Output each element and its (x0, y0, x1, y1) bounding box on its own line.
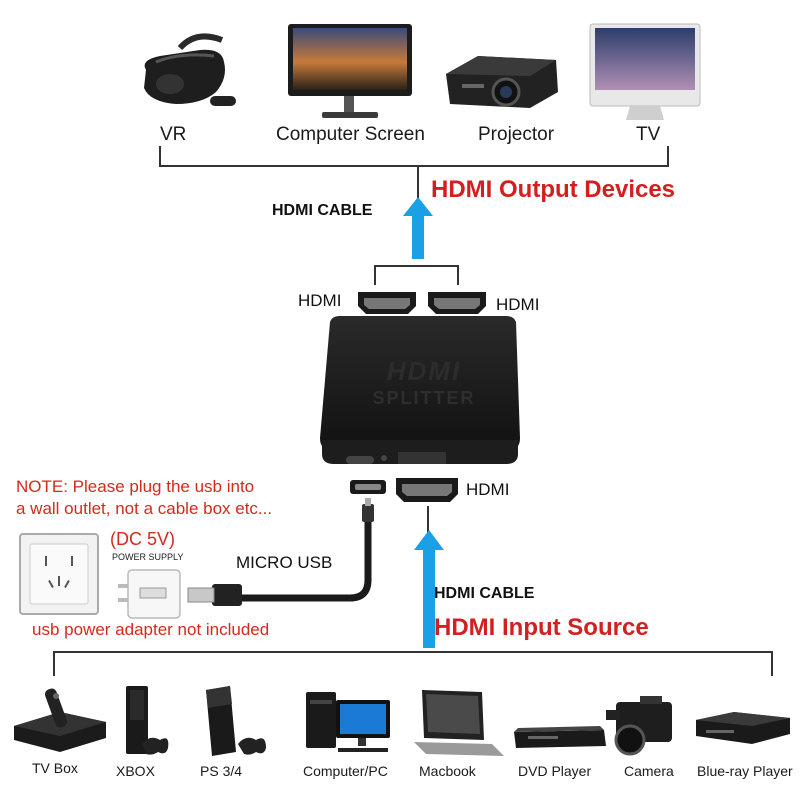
input-device-label-computer-pc: Computer/PC (303, 763, 388, 779)
wall-outlet-icon (19, 533, 99, 615)
splitter-out-port-right-label: HDMI (496, 295, 540, 314)
micro-usb-label: MICRO USB (236, 553, 333, 572)
monitor-icon (288, 24, 412, 118)
micro-usb-cable (187, 498, 374, 606)
vr-headset-icon (144, 33, 236, 106)
splitter-brand-text: HDMI (386, 356, 462, 386)
usb-note: NOTE: Please plug the usb into a wall ou… (16, 476, 272, 520)
output-arrow (403, 197, 433, 259)
input-device-label-tv-box: TV Box (32, 760, 78, 776)
splitter-name-text: SPLITTER (372, 388, 476, 408)
output-device-label-projector: Projector (478, 124, 555, 145)
output-device-label-tv: TV (636, 124, 661, 145)
hdmi-input-port-icon (396, 478, 458, 502)
input-device-label-blu-ray-player: Blue-ray Player (697, 763, 793, 779)
micro-usb-port-icon (350, 480, 386, 494)
usb-note-line-2: a wall outlet, not a cable box etc... (16, 499, 273, 518)
power-supply-label: POWER SUPPLY (112, 552, 184, 562)
usb-note-line-1: NOTE: Please plug the usb into (16, 477, 255, 496)
output-device-label-computer-screen: Computer Screen (276, 124, 425, 145)
imac-tv-icon (589, 23, 701, 120)
laptop-icon (414, 690, 504, 756)
input-device-label-camera: Camera (624, 763, 674, 779)
usb-power-adapter-icon (118, 569, 181, 619)
tv-box-icon (14, 688, 106, 752)
splitter-output-ports (358, 292, 486, 314)
output-cable-label: HDMI CABLE (272, 202, 373, 219)
input-device-label-macbook: Macbook (419, 763, 476, 779)
output-device-label-vr: VR (160, 124, 187, 145)
projector-icon (446, 56, 558, 108)
input-device-label-ps: PS 3/4 (200, 763, 243, 779)
dvd-player-icon (514, 726, 606, 748)
input-arrow (414, 530, 444, 648)
splitter-in-port-label: HDMI (466, 480, 510, 499)
input-device-label-dvd-player: DVD Player (518, 763, 592, 779)
input-cable-label: HDMI CABLE (434, 585, 535, 602)
output-devices-title: HDMI Output Devices (431, 176, 676, 203)
blu-ray-player-icon (696, 712, 790, 744)
input-bracket (53, 651, 773, 676)
adapter-not-included-note: usb power adapter not included (32, 620, 270, 639)
xbox-icon (126, 686, 169, 755)
playstation-icon (206, 686, 266, 756)
input-device-label-xbox: XBOX (116, 763, 155, 779)
output-port-bracket (374, 265, 459, 285)
splitter-device (320, 316, 520, 464)
input-source-title: HDMI Input Source (434, 614, 649, 641)
desktop-pc-icon (306, 692, 390, 752)
splitter-out-port-left-label: HDMI (298, 291, 342, 310)
power-voltage-label: (DC 5V) (110, 529, 176, 549)
video-camera-icon (606, 696, 672, 756)
